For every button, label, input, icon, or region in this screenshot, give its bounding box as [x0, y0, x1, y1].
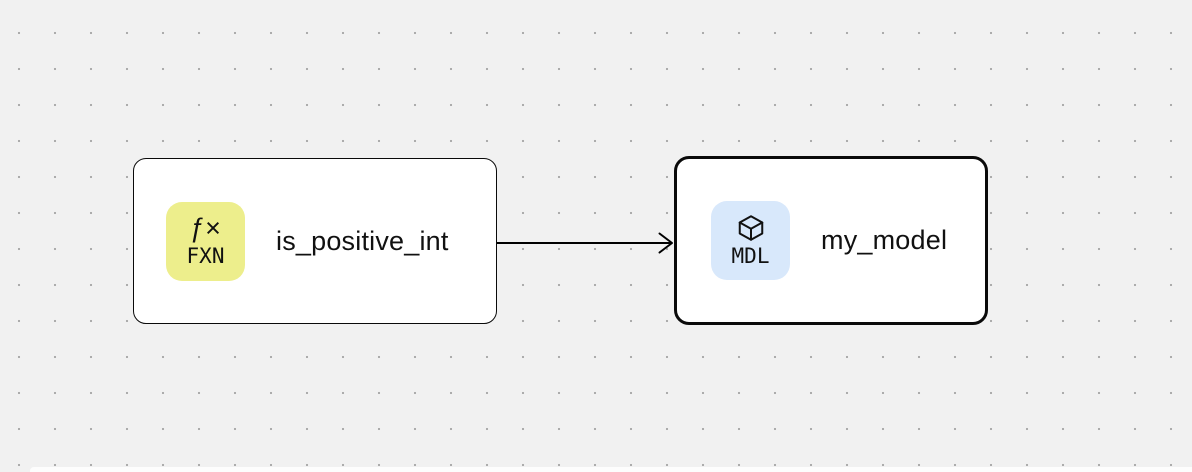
function-badge-label: FXN [186, 244, 225, 268]
node-label-is-positive-int: is_positive_int [276, 225, 449, 256]
bottom-panel-edge [30, 467, 1192, 472]
fx-icon: ƒ× [190, 213, 221, 243]
edge-arrowhead-icon [658, 232, 673, 254]
function-type-badge: ƒ× FXN [166, 201, 245, 281]
model-badge-label: MDL [731, 243, 770, 268]
node-model-my-model[interactable]: MDL my_model [674, 156, 988, 325]
edge-function-to-model[interactable] [496, 232, 673, 254]
node-function-is-positive-int[interactable]: ƒ× FXN is_positive_int [133, 158, 497, 324]
cube-icon [736, 213, 766, 243]
node-label-my-model: my_model [821, 225, 948, 255]
model-type-badge: MDL [711, 201, 790, 280]
